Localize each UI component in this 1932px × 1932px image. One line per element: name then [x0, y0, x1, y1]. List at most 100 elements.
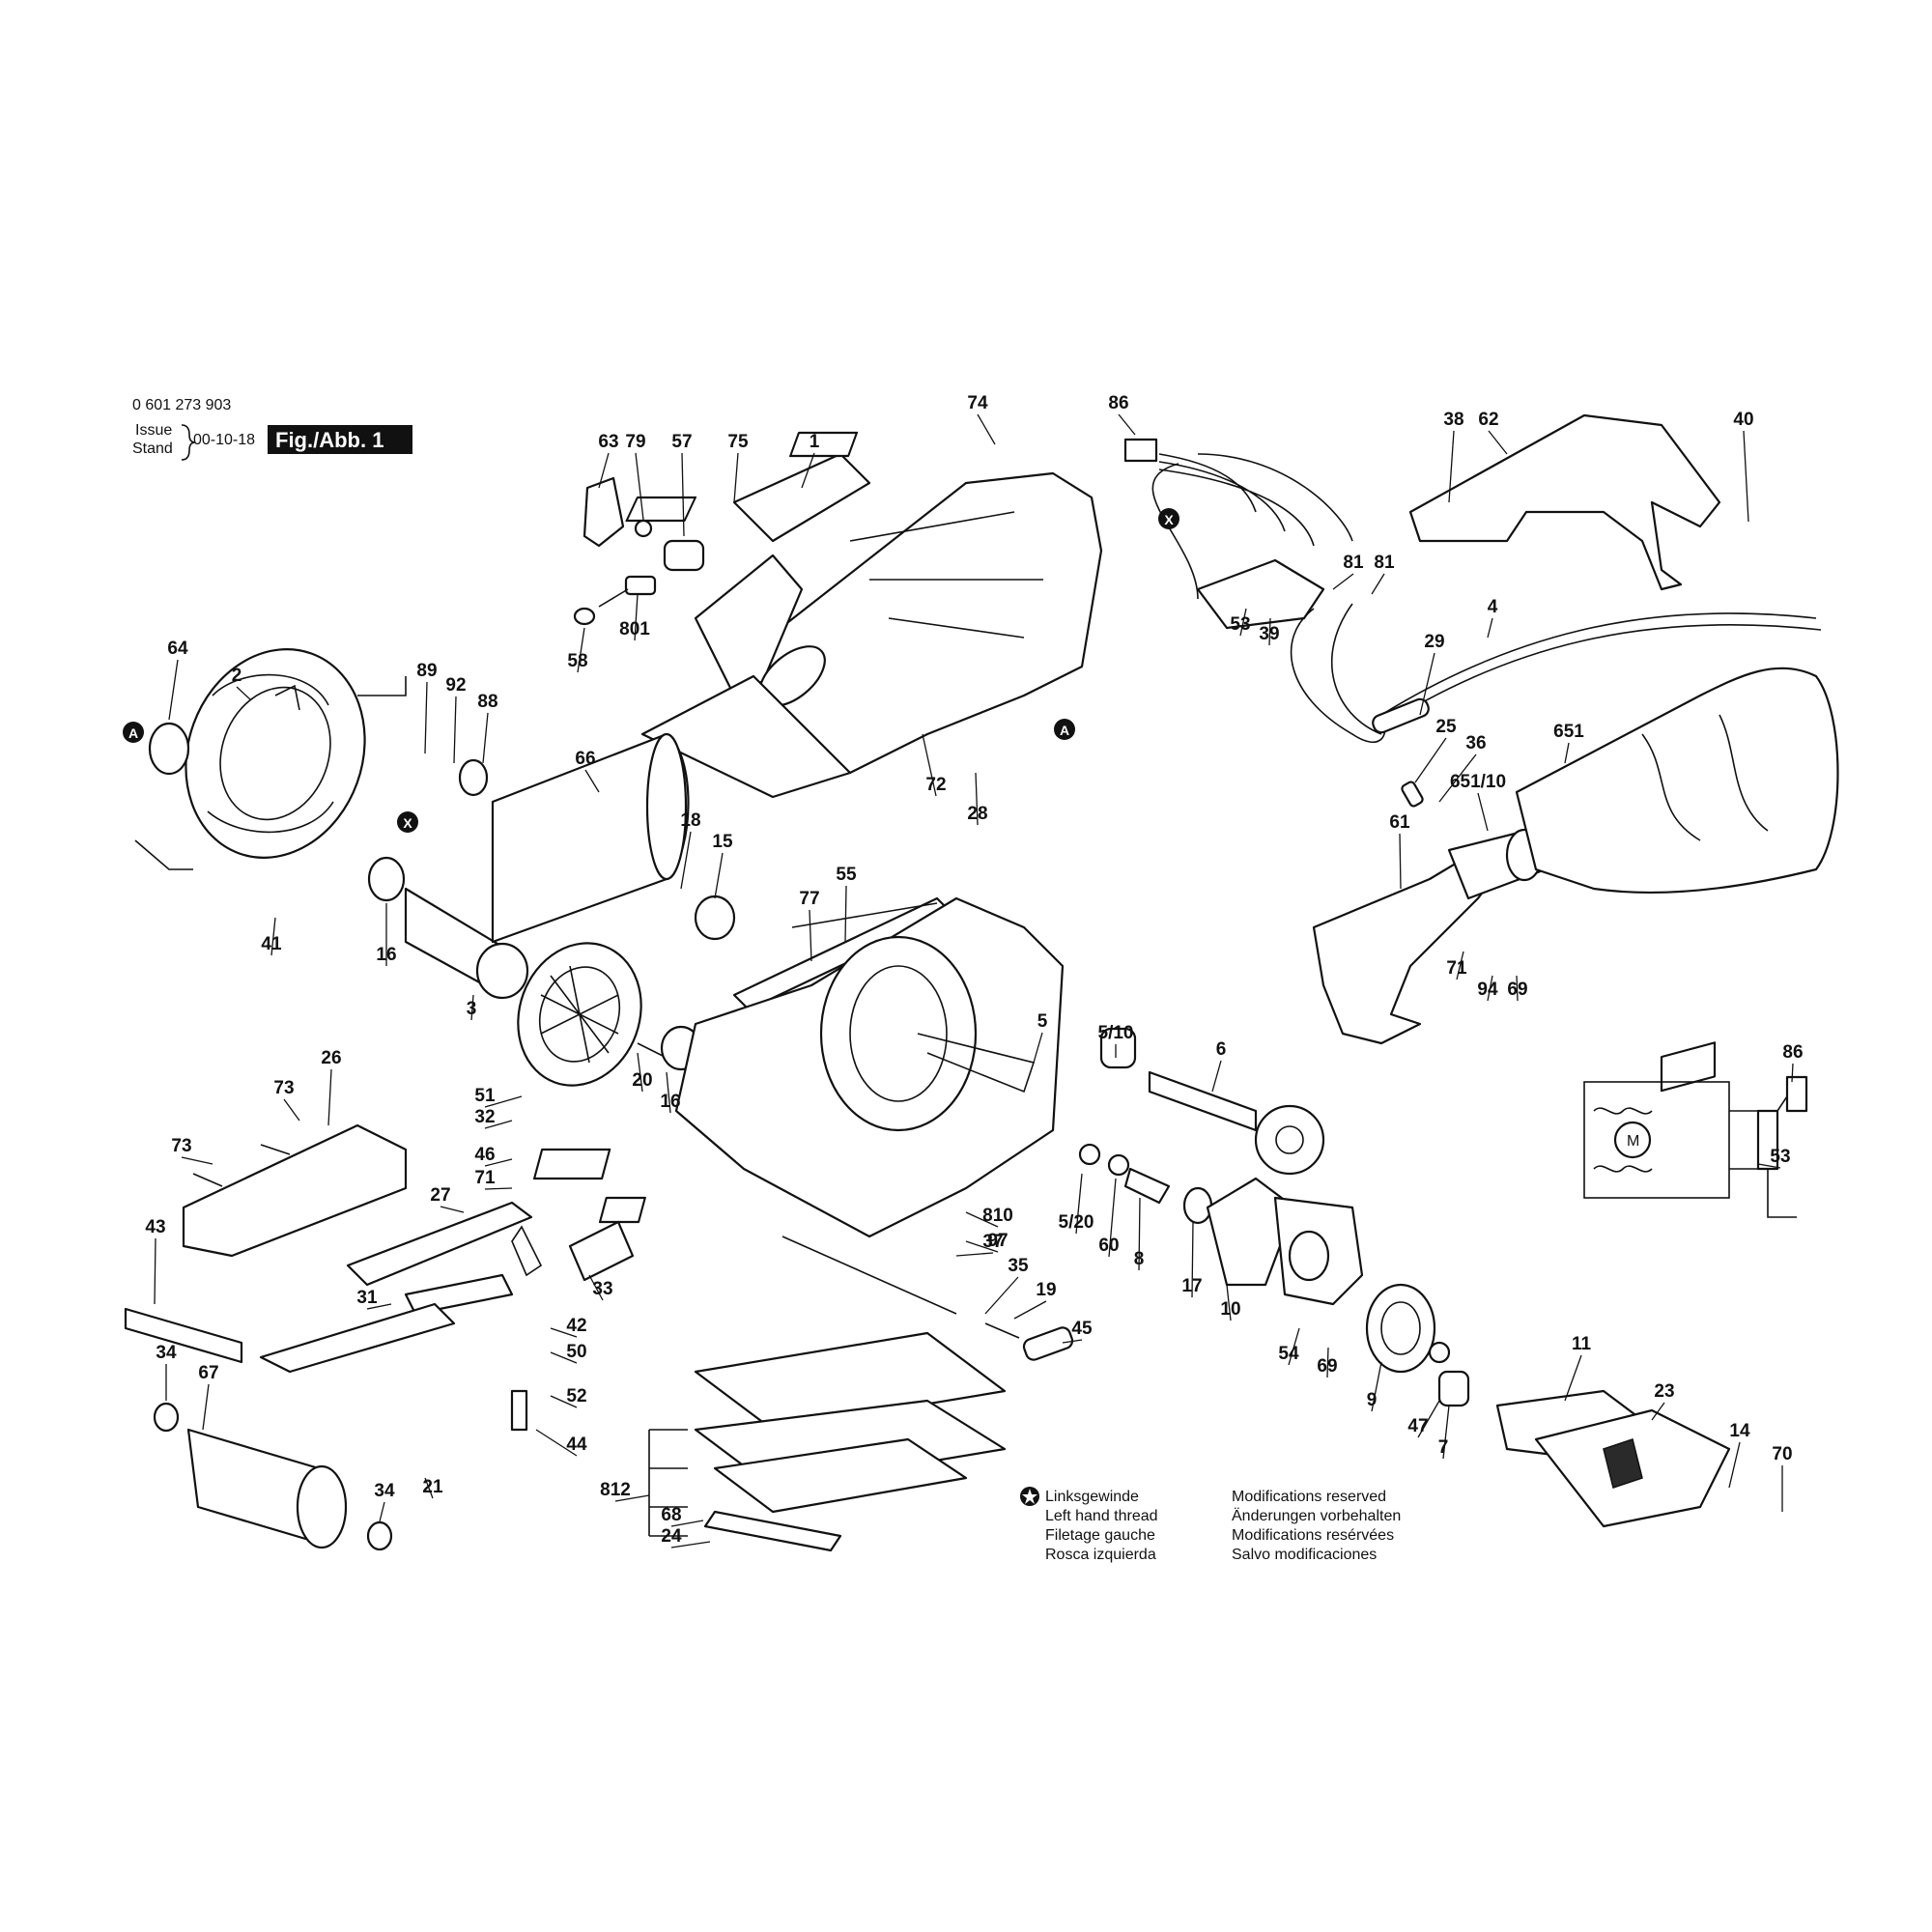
- base-plate: [182, 1123, 408, 1258]
- marker-a-right: A: [1054, 719, 1075, 740]
- leader-line: [550, 1395, 578, 1408]
- part-callout: 86: [1782, 1042, 1803, 1063]
- connector-block: [1123, 438, 1158, 463]
- leader-line: [577, 627, 585, 673]
- legend-line: Left hand thread: [1045, 1508, 1158, 1524]
- part-callout: 54: [1278, 1344, 1299, 1364]
- part-callout: 18: [680, 810, 700, 831]
- part-callout: 15: [712, 832, 733, 852]
- part-callout: 31: [356, 1288, 378, 1308]
- part-callout: 45: [1071, 1319, 1093, 1339]
- part-callout: 25: [1435, 717, 1457, 737]
- leader-line: [1456, 951, 1464, 980]
- leader-line: [984, 1276, 1019, 1315]
- leader-lines: [154, 413, 1794, 1548]
- legend-line: Modifications resérvées: [1232, 1527, 1394, 1544]
- brush-screw: [573, 607, 596, 626]
- leader-line: [1013, 1300, 1047, 1320]
- power-cord: [1380, 612, 1817, 716]
- rating-plate: [625, 496, 697, 523]
- part-callout: 6: [1216, 1039, 1227, 1060]
- part-callout: 53: [1230, 614, 1250, 635]
- header-block: 0 601 273 903 Issue Stand 00-10-18 Fig./…: [132, 397, 412, 461]
- leader-line: [922, 733, 937, 797]
- drive-shaft: [1148, 1070, 1258, 1132]
- bearing: [694, 895, 736, 941]
- carbon-brush: [624, 575, 657, 596]
- part-callout: 29: [1424, 632, 1444, 652]
- cover-vent: [1603, 1438, 1643, 1489]
- part-callout: 69: [1507, 980, 1527, 1000]
- leader-line: [614, 1494, 650, 1502]
- part-callout: 94: [1477, 980, 1498, 1000]
- part-callout: 60: [1098, 1236, 1119, 1256]
- leader-line: [366, 1303, 392, 1310]
- part-callout: 2: [232, 666, 242, 686]
- part-callout: 42: [566, 1316, 586, 1336]
- lever-pad: [511, 1225, 543, 1277]
- leader-line: [1226, 1284, 1232, 1321]
- leader-line: [1108, 1178, 1117, 1258]
- leader-line: [1332, 573, 1354, 590]
- svg-text:X: X: [403, 815, 412, 831]
- part-callout: 68: [661, 1505, 681, 1525]
- leader-line: [484, 1187, 513, 1190]
- marker-x-left: X: [397, 811, 418, 833]
- leader-line: [154, 1237, 156, 1305]
- leader-line: [588, 1274, 604, 1301]
- part-callout: 38: [1443, 410, 1463, 430]
- leader-line: [977, 413, 996, 445]
- legend-line: Modifications reserved: [1232, 1489, 1386, 1505]
- leader-line: [181, 1156, 213, 1165]
- leader-line: [670, 1520, 704, 1527]
- leader-line: [1757, 1163, 1781, 1169]
- part-callout: 36: [1465, 733, 1486, 753]
- part-callout: 75: [727, 432, 749, 452]
- legend-line: Salvo modificaciones: [1232, 1547, 1377, 1563]
- part-callout: 7: [1438, 1437, 1449, 1458]
- part-callout: 67: [198, 1363, 218, 1383]
- part-callout: 88: [477, 692, 497, 712]
- leader-line: [1268, 617, 1271, 646]
- leader-line: [484, 1120, 513, 1129]
- leader-line: [1791, 1063, 1794, 1083]
- part-callout: 21: [422, 1477, 443, 1497]
- tension-lever: [346, 1201, 533, 1287]
- part-callout: 53: [1770, 1147, 1790, 1167]
- part-callout: 10: [1220, 1299, 1240, 1320]
- leader-line: [809, 909, 812, 962]
- leader-line: [634, 593, 639, 641]
- part-callout: 23: [1654, 1381, 1674, 1402]
- label-plate: [789, 431, 859, 458]
- pinion: [1123, 1167, 1171, 1205]
- leader-line: [440, 1206, 465, 1213]
- part-callout: 35: [1008, 1256, 1029, 1276]
- field-coil: [134, 648, 407, 870]
- cover-bore: [1288, 1230, 1330, 1282]
- brush-spring: [598, 588, 629, 608]
- part-callout: 77: [799, 889, 819, 909]
- part-callout: 16: [376, 945, 396, 965]
- leader-line: [424, 681, 428, 754]
- part-callout: 52: [566, 1386, 586, 1406]
- spacer: [153, 1402, 180, 1433]
- part-callout: 55: [836, 865, 857, 885]
- idler-arm: [259, 1302, 456, 1374]
- part-callout: 5/20: [1059, 1212, 1094, 1233]
- bearing: [1182, 1186, 1213, 1225]
- part-callout: 11: [1572, 1334, 1592, 1354]
- leader-line: [1477, 792, 1489, 832]
- bearing: [367, 856, 406, 902]
- leader-line: [1743, 430, 1749, 523]
- leader-line: [680, 831, 692, 890]
- leader-line: [1419, 652, 1435, 716]
- leader-line: [637, 1052, 643, 1093]
- part-callout: 97: [987, 1231, 1008, 1251]
- part-callout: 812: [600, 1480, 631, 1500]
- leader-line: [1118, 413, 1136, 436]
- leader-line: [1438, 753, 1477, 803]
- leader-line: [1033, 1032, 1043, 1064]
- leader-line: [1487, 617, 1493, 639]
- leader-line: [714, 852, 724, 899]
- shroud-opening: [645, 732, 688, 881]
